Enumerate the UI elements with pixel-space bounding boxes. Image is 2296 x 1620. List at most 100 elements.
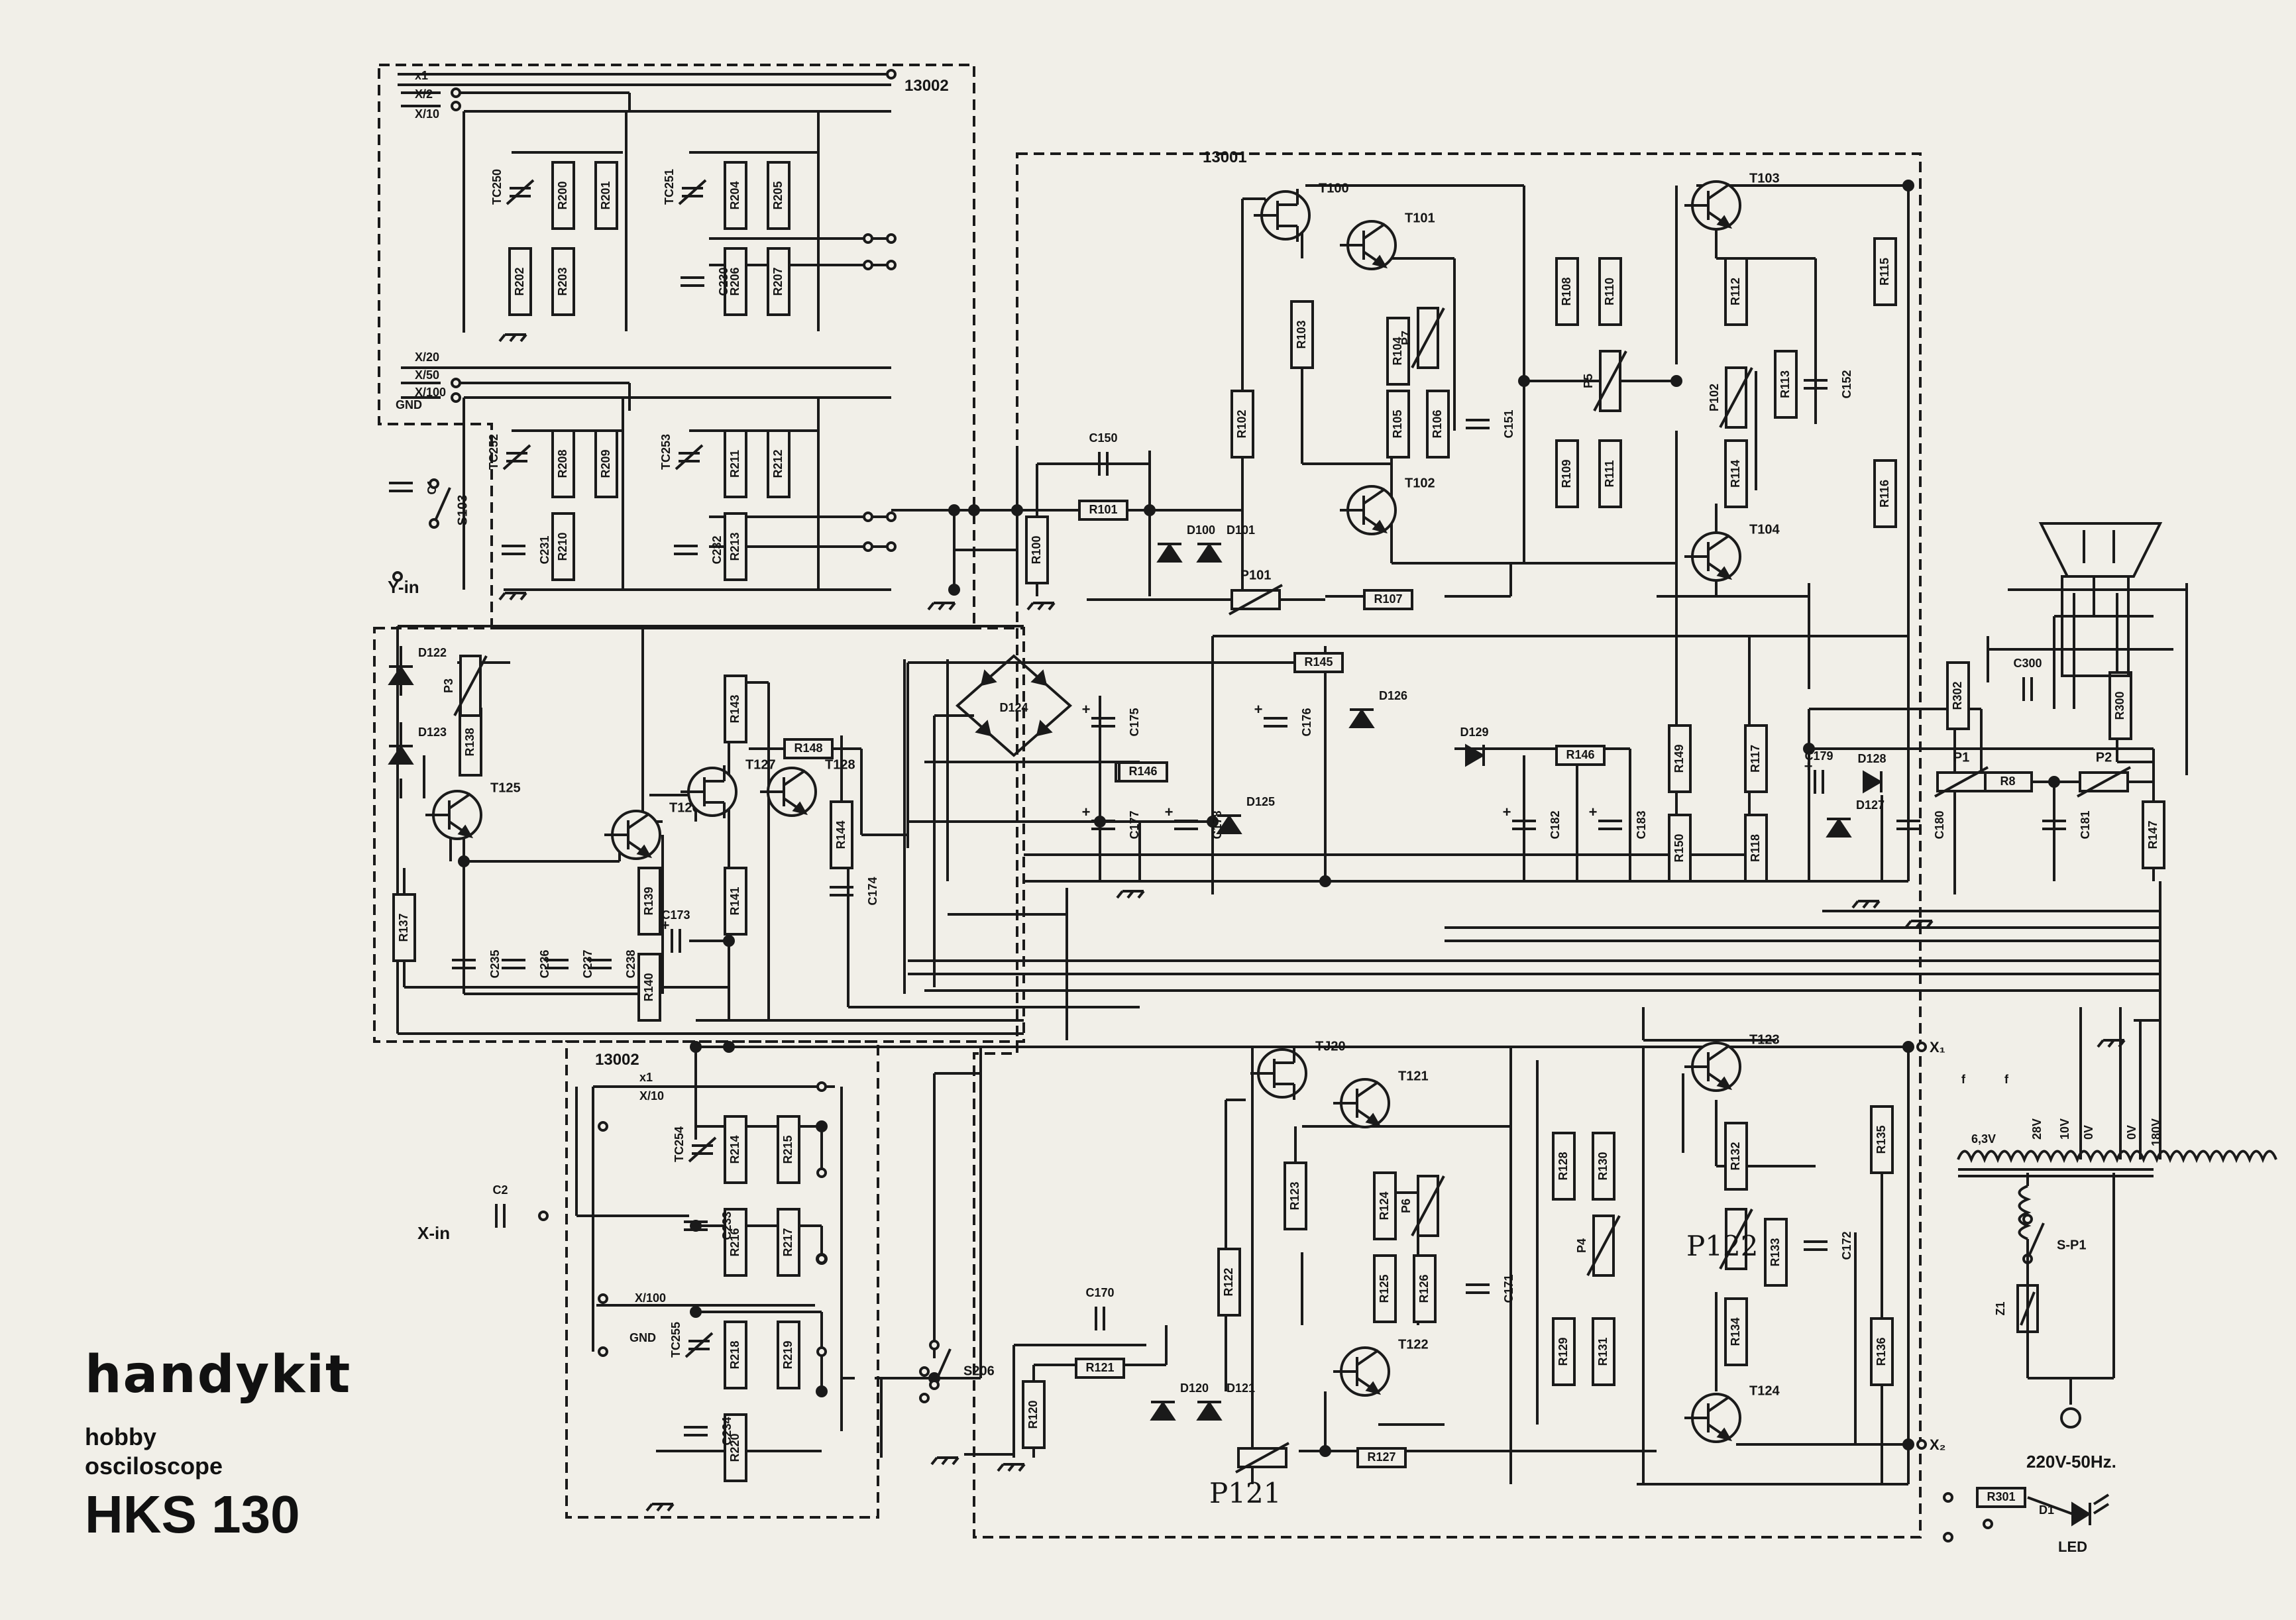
component-label: R102	[1235, 409, 1248, 438]
resistor-r202: R202	[508, 247, 532, 316]
component-label: R104	[1391, 337, 1404, 365]
component-label: C231	[538, 535, 551, 564]
capacitor-c176: +C176	[1254, 701, 1313, 737]
contact-terminal	[598, 1346, 608, 1357]
component-label: R106	[1431, 409, 1444, 438]
junction-dot	[1518, 375, 1530, 387]
capacitor-c236: C236	[502, 949, 551, 979]
contact-terminal	[451, 392, 461, 403]
component-label: C151	[1502, 409, 1515, 438]
resistor-r216: R216	[724, 1208, 747, 1277]
component-label: T123	[1749, 1032, 1780, 1047]
model-number: HKS 130	[85, 1485, 300, 1544]
component-label: R114	[1729, 460, 1742, 488]
potentiometer-p2: P2	[2077, 750, 2131, 798]
resistor-r146: R146	[1118, 761, 1168, 783]
contact-terminal	[451, 87, 461, 98]
resistor-r122: R122	[1217, 1248, 1241, 1317]
resistor-r145: R145	[1293, 652, 1344, 673]
resistor-r212: R212	[767, 429, 791, 498]
component-label: R219	[781, 1340, 794, 1369]
resistor-r207: R207	[767, 247, 791, 316]
junction-dot	[2048, 776, 2060, 788]
mains-transformer	[1957, 1150, 2277, 1429]
resistor-r102: R102	[1230, 390, 1254, 459]
component-label: R146	[1566, 748, 1594, 761]
resistor-r131: R131	[1592, 1317, 1615, 1386]
resistor-r205: R205	[767, 161, 791, 230]
switch-s-p1: S-P1	[2022, 1214, 2086, 1264]
contact-terminal	[816, 1167, 827, 1178]
board-labels: 13002 13001 13002	[595, 77, 1247, 1069]
component-label: C170	[1085, 1286, 1114, 1299]
trimmer-tc250: TC250	[490, 169, 535, 205]
handykit-logo: handykit	[85, 1345, 352, 1405]
component-label: R113	[1778, 370, 1792, 398]
resistor-r217: R217	[777, 1208, 800, 1277]
component-label: R138	[463, 728, 476, 756]
resistor-r125: R125	[1373, 1254, 1397, 1323]
component-label: R135	[1875, 1125, 1888, 1154]
fuse-z1: Z1	[1994, 1284, 2039, 1333]
tap-label: f	[1961, 1073, 1966, 1086]
component-label: +	[1082, 804, 1091, 820]
capacitor-c171: C171	[1466, 1274, 1515, 1303]
component-label: D124	[999, 701, 1028, 714]
component-label: R143	[728, 694, 741, 723]
junction-dot	[690, 1306, 702, 1318]
component-label: TC250	[490, 169, 504, 205]
component-label: R139	[642, 887, 655, 915]
resistor-r105: R105	[1386, 390, 1410, 459]
transformer-tap-labels: f f 6,3V 28V 10V 0V 0V 180V	[1961, 1073, 2163, 1146]
component-label: +	[1503, 804, 1511, 820]
component-label: C152	[1840, 370, 1853, 398]
component-label: R302	[1951, 681, 1964, 710]
component-label: T128	[825, 757, 855, 772]
junction-dot	[723, 935, 735, 947]
resistor-r300: R300	[2108, 671, 2132, 740]
capacitor-c182: + C182	[1503, 804, 1562, 839]
component-label: C150	[1089, 431, 1117, 445]
resistor-r129: R129	[1552, 1317, 1576, 1386]
capacitor-c174: C174	[830, 877, 879, 906]
component-label: C230	[717, 267, 730, 296]
contact-terminal	[451, 101, 461, 111]
transistor-t125: T125	[425, 781, 521, 840]
contact-terminal	[1916, 1439, 1927, 1450]
component-label: D126	[1379, 689, 1407, 702]
resistor-r139: R139	[637, 867, 661, 936]
potentiometer	[1235, 1442, 1289, 1474]
contact-terminal	[1943, 1532, 1953, 1542]
component-label: R101	[1089, 503, 1117, 516]
component-label: TJ20	[1315, 1039, 1346, 1053]
resistor-r110: R110	[1598, 257, 1622, 326]
component-label: +	[1804, 758, 1813, 775]
component-label: R112	[1729, 278, 1742, 305]
component-label: C183	[1635, 810, 1648, 839]
resistor-r140: R140	[637, 953, 661, 1022]
resistor-r124: R124	[1373, 1171, 1397, 1240]
component-label: TC254	[673, 1126, 686, 1162]
att-step-label: X/2	[415, 87, 433, 101]
ground-symbol	[1851, 900, 1881, 909]
component-label: D125	[1246, 795, 1275, 808]
component-label: T121	[1398, 1069, 1429, 1083]
resistor-r126: R126	[1413, 1254, 1437, 1323]
component-label: R134	[1729, 1317, 1742, 1346]
capacitor-c173: +C173	[661, 908, 690, 953]
note-p121: P121	[1209, 1477, 1281, 1509]
component-label: R136	[1875, 1337, 1888, 1366]
diode-d125: D125	[1216, 795, 1275, 834]
junction-dot	[1902, 1438, 1914, 1450]
component-label: C182	[1549, 810, 1562, 839]
component-label: R111	[1603, 460, 1616, 487]
resistor-r111: R111	[1598, 439, 1622, 508]
led-label: LED	[2058, 1539, 2087, 1555]
junction-dot	[948, 504, 960, 516]
component-label: C177	[1128, 810, 1141, 839]
component-label: R122	[1222, 1268, 1235, 1296]
contact-terminal	[1943, 1492, 1953, 1503]
capacitor-c181: C181	[2042, 810, 2092, 839]
component-label: R131	[1596, 1337, 1610, 1366]
